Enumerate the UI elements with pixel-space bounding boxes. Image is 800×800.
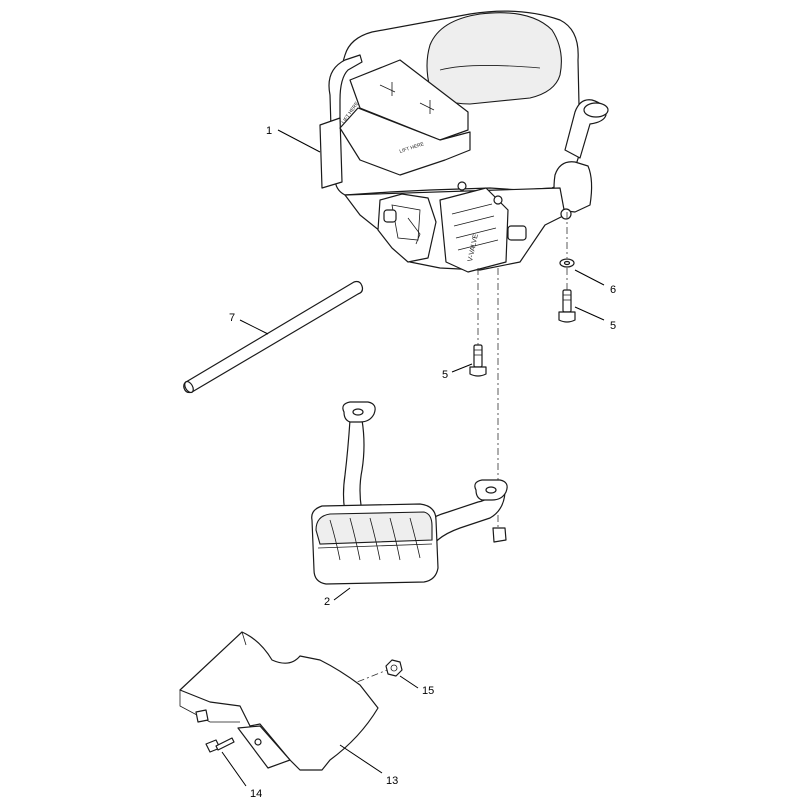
callout-7: 7	[229, 312, 269, 335]
callout-6: 6	[574, 269, 616, 296]
callout-1: 1	[266, 125, 321, 153]
heat-shield-part	[179, 631, 379, 771]
tube-part	[183, 280, 364, 394]
callout-5-right-label: 5	[610, 320, 616, 332]
callout-5-left: 5	[442, 363, 473, 381]
alignment-lines	[299, 212, 568, 706]
callout-5-right: 5	[574, 306, 616, 332]
callout-15: 15	[399, 675, 434, 697]
bolt-left-part	[469, 344, 487, 377]
washer-part	[559, 258, 575, 268]
callout-2: 2	[324, 587, 351, 608]
callout-14: 14	[221, 751, 262, 800]
callout-7-label: 7	[229, 312, 235, 324]
callout-14-label: 14	[250, 788, 262, 800]
callout-5-left-label: 5	[442, 369, 448, 381]
callout-2-label: 2	[324, 596, 330, 608]
callout-15-label: 15	[422, 685, 434, 697]
callout-6-label: 6	[610, 284, 616, 296]
shield-bolt-part	[205, 737, 235, 753]
callout-13-label: 13	[386, 775, 398, 787]
callout-13: 13	[339, 744, 398, 787]
muffler-part	[311, 401, 508, 585]
engine-assembly: LIFT HERE LIFT HERE V-VALVE	[319, 10, 609, 273]
bolt-right-part	[558, 289, 576, 323]
callout-1-label: 1	[266, 125, 272, 137]
nut-part	[385, 659, 403, 677]
